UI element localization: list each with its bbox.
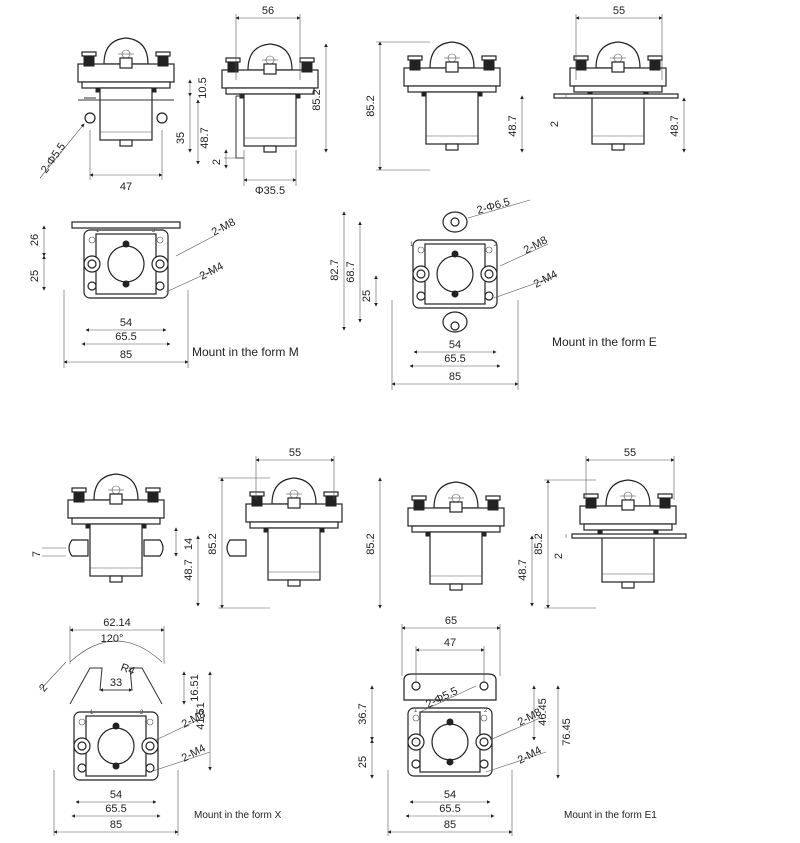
dim-2-x: 2 <box>37 682 50 694</box>
dim-2-phi-6-5: 2-Φ6.5 <box>476 196 512 217</box>
side-view-4 <box>553 41 679 151</box>
dim-48-7-b: 48.7 <box>507 115 519 136</box>
caption-form-x: Mount in the form X <box>194 810 282 821</box>
dim-65-5-d: 65.5 <box>439 803 460 815</box>
dim-65-5-a: 65.5 <box>115 331 136 343</box>
dim-2-m4-c: 2-M4 <box>180 742 208 764</box>
dim-phi-35-5: Φ35.5 <box>255 185 285 197</box>
caption-form-e1: Mount in the form E1 <box>564 810 657 821</box>
top-view-e: 1 2 <box>410 211 498 333</box>
dim-16-51: 16.51 <box>189 674 201 702</box>
svg-text:1: 1 <box>410 242 414 248</box>
dim-85-2-d: 85.2 <box>365 533 377 554</box>
side-view-2-dims: 56 85.2 2 Φ35.5 <box>211 5 328 197</box>
side-view-4-dims: 55 2 48.7 <box>549 5 686 153</box>
dim-2-phi-5-5-a: 2-Φ5.5 <box>39 141 68 176</box>
dim-47-a: 47 <box>120 181 132 193</box>
side-view-5 <box>407 481 505 591</box>
dim-65-5-c: 65.5 <box>105 803 126 815</box>
dim-65-5-b: 65.5 <box>444 353 465 365</box>
dim-56: 56 <box>262 5 274 17</box>
dim-76-45: 76.45 <box>561 718 573 746</box>
svg-text:2: 2 <box>494 242 498 248</box>
side-view-x2-dims: 55 85.2 <box>207 447 335 609</box>
side-view-m <box>77 37 175 147</box>
top-view-e-dims: 2-Φ6.5 82.7 68.7 25 2-M8 2-M4 54 65.5 85 <box>329 196 560 390</box>
dim-85-2-c: 85.2 <box>207 533 219 554</box>
dim-25-b: 25 <box>361 290 373 302</box>
dim-47-b: 47 <box>444 637 456 649</box>
dim-2-m8-a: 2-M8 <box>210 216 238 238</box>
side-view-2 <box>221 43 319 159</box>
dim-85-c: 85 <box>110 819 122 831</box>
dim-85-b: 85 <box>449 371 461 383</box>
dim-41-51: 41.51 <box>195 702 207 730</box>
dim-120-deg: 120° <box>101 633 124 645</box>
dim-2-m4-d: 2-M4 <box>516 744 544 766</box>
top-view-x: 1 2 <box>69 640 163 781</box>
dim-2-b: 2 <box>549 121 561 127</box>
dim-55-a: 55 <box>613 5 625 17</box>
dim-54-a: 54 <box>120 317 132 329</box>
side-view-x <box>67 473 165 583</box>
dim-36-7: 36.7 <box>357 703 369 724</box>
dim-7: 7 <box>31 551 43 557</box>
top-view-x-dims: 62.14 120° R4 33 16.51 41.51 2 2-M8 2-M4… <box>37 617 212 836</box>
dim-62-14: 62.14 <box>103 617 131 629</box>
svg-text:1: 1 <box>414 708 418 714</box>
dim-85-2-a: 85.2 <box>311 89 323 110</box>
svg-text:2: 2 <box>484 708 488 714</box>
dim-14: 14 <box>183 538 195 550</box>
dim-65: 65 <box>445 615 457 627</box>
side-view-6 <box>571 479 687 589</box>
dim-85-2-e: 85.2 <box>533 533 545 554</box>
dim-25-c: 25 <box>357 756 369 768</box>
svg-text:2: 2 <box>152 228 156 234</box>
dim-2-m4-a: 2-M4 <box>198 260 226 282</box>
dim-54-b: 54 <box>449 339 461 351</box>
side-view-6-dims: 55 85.2 85.2 <box>533 447 675 609</box>
svg-text:1: 1 <box>96 228 100 234</box>
dim-55-b: 55 <box>289 447 301 459</box>
side-view-3-dims: 85.2 48.7 <box>365 41 524 171</box>
dim-10-5: 10.5 <box>197 77 209 98</box>
svg-text:2: 2 <box>140 710 144 716</box>
caption-form-m: Mount in the form M <box>192 345 299 359</box>
caption-form-e: Mount in the form E <box>552 335 657 349</box>
dim-48-7-d: 48.7 <box>183 559 195 580</box>
dim-54-c: 54 <box>110 789 122 801</box>
dim-85-d: 85 <box>444 819 456 831</box>
dim-85-a: 85 <box>120 349 132 361</box>
dim-68-7: 68.7 <box>345 261 357 282</box>
dim-2-m8-b: 2-M8 <box>522 234 550 256</box>
dim-25-a: 25 <box>29 270 41 282</box>
dim-85-2-b: 85.2 <box>365 95 377 116</box>
dim-35: 35 <box>175 132 187 144</box>
dim-2-a: 2 <box>211 159 223 165</box>
dim-2-m4-b: 2-M4 <box>532 268 560 290</box>
svg-text:1: 1 <box>90 710 94 716</box>
dim-46-45: 46.45 <box>537 698 549 726</box>
top-view-m: 1 2 <box>71 221 181 299</box>
side-view-x-dims: 7 14 48.7 <box>31 527 200 607</box>
dim-26: 26 <box>29 234 41 246</box>
side-view-3 <box>403 41 501 151</box>
dim-2-side6: 2 <box>553 553 565 559</box>
dim-55-c: 55 <box>624 447 636 459</box>
top-view-e1: 1 2 <box>403 673 497 777</box>
dim-48-7-c: 48.7 <box>669 115 681 136</box>
side-view-5-dims: 48.7 <box>517 535 534 607</box>
dim-82-7: 82.7 <box>329 259 341 280</box>
dim-48-7-e: 48.7 <box>517 559 529 580</box>
dim-54-d: 54 <box>444 789 456 801</box>
side-view-x2 <box>226 477 343 587</box>
dim-48-7-a: 48.7 <box>199 127 211 148</box>
dim-r4: R4 <box>119 662 136 678</box>
dim-33: 33 <box>110 677 122 689</box>
